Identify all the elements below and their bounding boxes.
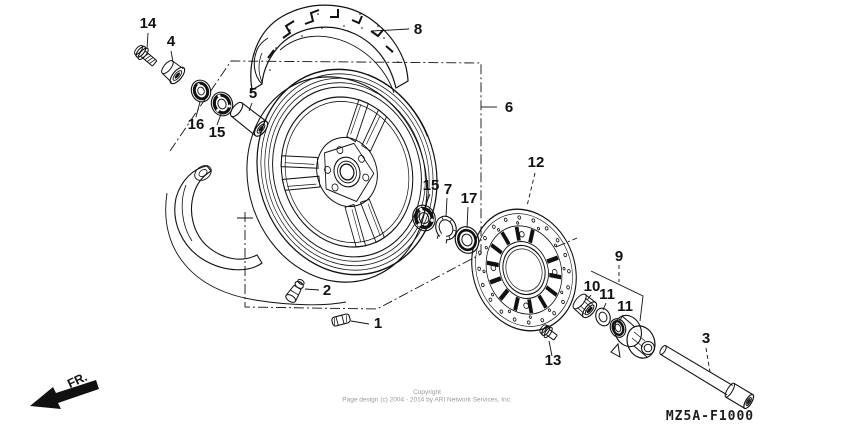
splined-collar-part-10 bbox=[572, 293, 598, 319]
callout-4: 4 bbox=[167, 33, 176, 50]
callout-5: 5 bbox=[249, 85, 257, 102]
figure-code: MZ5A-F1000 bbox=[666, 409, 754, 424]
callout-1: 1 bbox=[374, 315, 382, 332]
tire-section bbox=[250, 4, 409, 94]
front-wheel bbox=[246, 68, 438, 283]
callout-15-left: 15 bbox=[209, 124, 226, 141]
callout-3: 3 bbox=[702, 330, 710, 347]
callout-11: 11 bbox=[599, 286, 615, 303]
bearing-part-15-right bbox=[412, 204, 436, 232]
dust-seal-part-16 bbox=[190, 79, 212, 103]
callout-12: 12 bbox=[528, 154, 545, 171]
callout-2: 2 bbox=[323, 282, 331, 299]
tire-inner-section bbox=[174, 165, 263, 271]
wheel-hub bbox=[316, 136, 378, 208]
wheel-spoke bbox=[280, 155, 321, 191]
valve-stem-part-2 bbox=[285, 278, 305, 303]
callout-16: 16 bbox=[188, 116, 205, 133]
callout-15-right: 15 bbox=[423, 177, 440, 194]
tire-ghost-arc bbox=[165, 192, 347, 306]
callout-9: 9 bbox=[615, 248, 623, 265]
callout-14: 14 bbox=[140, 15, 157, 32]
callout-13: 13 bbox=[545, 352, 562, 369]
brake-disc bbox=[471, 208, 577, 332]
axle-collar-part-5 bbox=[229, 101, 269, 137]
tire-stipple bbox=[269, 9, 399, 71]
callout-8: 8 bbox=[414, 21, 422, 38]
callout-7: 7 bbox=[444, 181, 452, 198]
balance-weight-part-1 bbox=[331, 313, 351, 327]
disc-bolt-part-13 bbox=[539, 324, 558, 341]
tire-tread-grooves bbox=[267, 9, 394, 59]
copyright-line-1: Copyright bbox=[413, 389, 441, 396]
callout-6: 6 bbox=[505, 99, 513, 116]
callout-10: 10 bbox=[584, 278, 601, 295]
leader-lines bbox=[146, 28, 644, 357]
disc-carrier-slots bbox=[486, 226, 562, 314]
axle-shaft bbox=[659, 345, 755, 410]
leader-lines-dashed bbox=[526, 172, 711, 373]
bolt-part-14 bbox=[134, 44, 158, 67]
rim-over-tire-arc bbox=[367, 74, 428, 137]
disc-drill-holes bbox=[477, 215, 571, 325]
seal-part-11b bbox=[609, 318, 627, 338]
copyright-line-2: Page design (c) 2004 - 2014 by ARI Netwo… bbox=[342, 397, 512, 404]
washer-part-11 bbox=[595, 307, 611, 327]
fr-direction-arrow: FR. bbox=[30, 370, 99, 409]
bearing-part-15-left bbox=[210, 91, 234, 117]
phantom-lines bbox=[169, 60, 578, 310]
callout-17: 17 bbox=[461, 190, 478, 207]
callout-11b: 11 bbox=[617, 298, 633, 315]
